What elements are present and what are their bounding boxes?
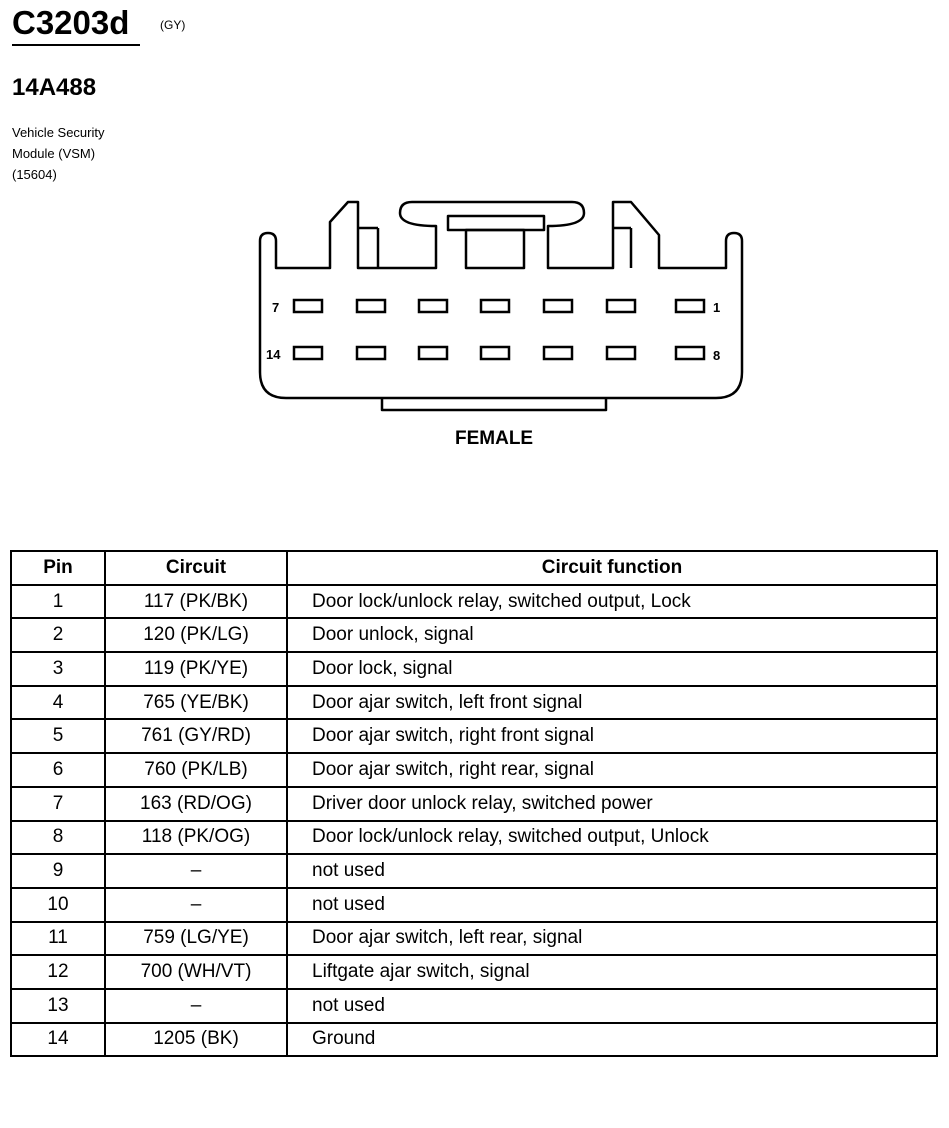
- function-cell: Door ajar switch, left rear, signal: [286, 920, 938, 957]
- pin-cavity: [355, 345, 387, 361]
- description-line: (15604): [12, 167, 57, 182]
- pin-cell: 9: [10, 853, 106, 889]
- circuit-cell: –: [104, 987, 288, 1024]
- circuit-cell: 118 (PK/OG): [104, 819, 288, 856]
- table-row: 10–not used: [10, 886, 938, 923]
- header-pin: Pin: [10, 550, 106, 586]
- pin-cavity: [292, 298, 324, 314]
- pin-cell: 1: [10, 583, 106, 620]
- title-underline: [12, 44, 140, 46]
- function-cell: Door lock/unlock relay, switched output,…: [286, 583, 938, 620]
- pin-cavity: [605, 298, 637, 314]
- description-line: Module (VSM): [12, 146, 96, 161]
- circuit-cell: 119 (PK/YE): [104, 651, 288, 687]
- locking-tab-stem: [464, 228, 526, 270]
- table-row: 13–not used: [10, 987, 938, 1024]
- function-cell: not used: [286, 987, 938, 1024]
- function-cell: Liftgate ajar switch, signal: [286, 954, 938, 990]
- table-row: 9–not used: [10, 853, 938, 889]
- circuit-cell: 760 (PK/LB): [104, 752, 288, 788]
- pin-cell: 4: [10, 684, 106, 721]
- pin-cavity: [417, 345, 449, 361]
- pin-cell: 2: [10, 617, 106, 654]
- pin-label-7: 7: [272, 300, 279, 315]
- pin-cavity: [542, 298, 574, 314]
- function-cell: Door unlock, signal: [286, 617, 938, 654]
- pin-cell: 13: [10, 987, 106, 1024]
- circuit-cell: 163 (RD/OG): [104, 785, 288, 822]
- part-number: 14A488: [12, 74, 97, 101]
- function-cell: Door lock, signal: [286, 651, 938, 687]
- pin-label-14: 14: [266, 347, 281, 362]
- pin-cell: 6: [10, 752, 106, 788]
- function-cell: Driver door unlock relay, switched power: [286, 785, 938, 822]
- circuit-cell: –: [104, 886, 288, 923]
- connector-key: [380, 398, 608, 412]
- circuit-cell: 759 (LG/YE): [104, 920, 288, 957]
- table-header-row: Pin Circuit Circuit function: [10, 550, 938, 586]
- circuit-cell: 765 (YE/BK): [104, 684, 288, 721]
- connector-face-diagram: 7 1 14 8: [258, 200, 744, 412]
- function-cell: Ground: [286, 1021, 938, 1058]
- pin-cell: 12: [10, 954, 106, 990]
- locking-tab: [446, 214, 546, 232]
- pin-cavity: [479, 345, 511, 361]
- pin-cavity: [417, 298, 449, 314]
- function-cell: Door ajar switch, left front signal: [286, 684, 938, 721]
- pin-cell: 7: [10, 785, 106, 822]
- pin-cavity: [292, 345, 324, 361]
- pin-cavity: [479, 298, 511, 314]
- function-cell: Door ajar switch, right rear, signal: [286, 752, 938, 788]
- function-cell: Door ajar switch, right front signal: [286, 718, 938, 755]
- pin-cell: 8: [10, 819, 106, 856]
- pin-label-1: 1: [713, 300, 720, 315]
- function-cell: Door lock/unlock relay, switched output,…: [286, 819, 938, 856]
- circuit-cell: 120 (PK/LG): [104, 617, 288, 654]
- pin-cavity: [355, 298, 387, 314]
- pin-cavity: [674, 298, 706, 314]
- connector-color-code: (GY): [160, 18, 186, 32]
- pin-cell: 3: [10, 651, 106, 687]
- pin-cell: 5: [10, 718, 106, 755]
- pin-cavity: [674, 345, 706, 361]
- description-line: Vehicle Security: [12, 125, 105, 140]
- header-circuit: Circuit: [104, 550, 288, 586]
- circuit-cell: 700 (WH/VT): [104, 954, 288, 990]
- pin-label-8: 8: [713, 348, 720, 363]
- connector-id: C3203d: [12, 4, 130, 41]
- pin-cavity: [542, 345, 574, 361]
- component-description: Vehicle Security Module (VSM) (15604): [12, 122, 105, 185]
- function-cell: not used: [286, 886, 938, 923]
- circuit-cell: –: [104, 853, 288, 889]
- connector-gender-label: FEMALE: [455, 428, 534, 449]
- pin-cell: 14: [10, 1021, 106, 1058]
- pin-cavity: [605, 345, 637, 361]
- header-circuit-function: Circuit function: [286, 550, 938, 586]
- circuit-cell: 1205 (BK): [104, 1021, 288, 1058]
- pin-cell: 11: [10, 920, 106, 957]
- pin-cell: 10: [10, 886, 106, 923]
- circuit-cell: 117 (PK/BK): [104, 583, 288, 620]
- connector-housing: [258, 200, 744, 400]
- circuit-cell: 761 (GY/RD): [104, 718, 288, 755]
- function-cell: not used: [286, 853, 938, 889]
